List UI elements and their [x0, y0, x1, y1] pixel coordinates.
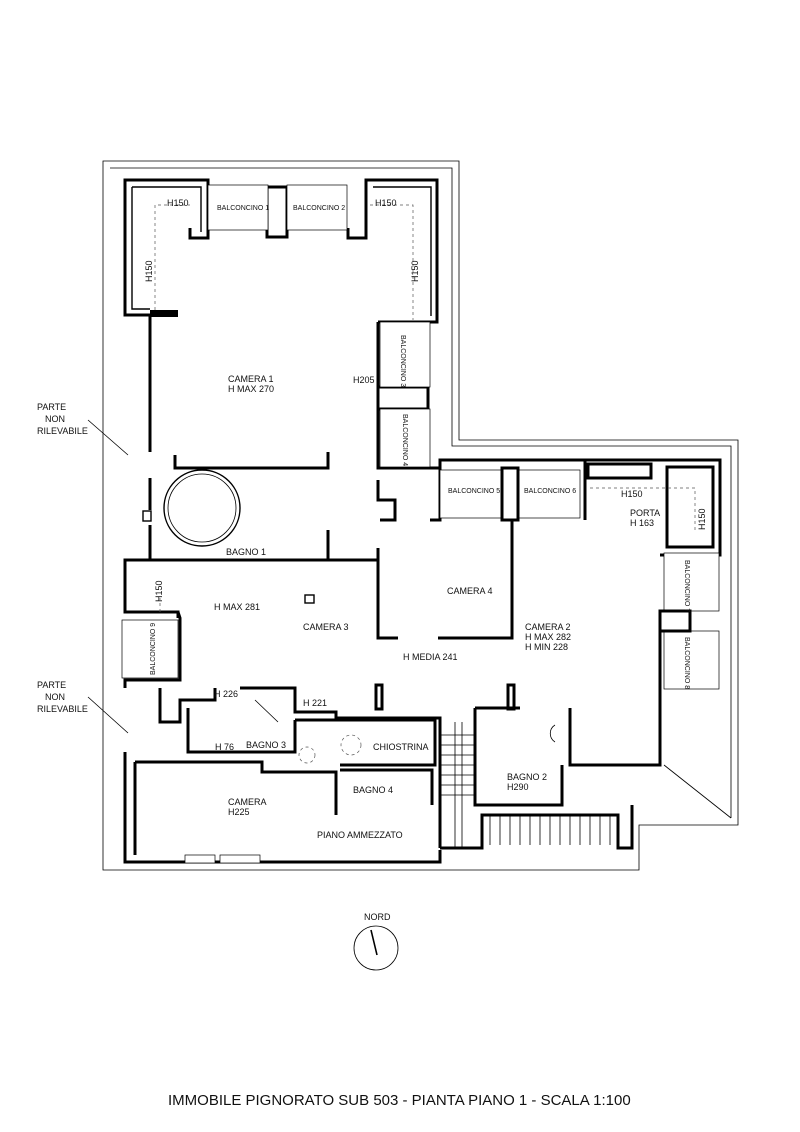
pillar-b34	[376, 385, 430, 411]
window-b1	[207, 184, 269, 231]
h221-label: H 221	[303, 698, 327, 708]
h150-camera3-vert: H150	[154, 580, 164, 602]
room-piano-ammezzato: PIANO AMMEZZATO	[317, 830, 403, 840]
porta-dashed	[590, 487, 696, 530]
mezzanine-win2	[219, 854, 261, 864]
window-b9	[121, 619, 179, 679]
window-b2	[286, 184, 348, 231]
bagno1-small-door	[142, 510, 152, 522]
h150-right-vert: H150	[410, 260, 420, 282]
side-note-2-leader	[87, 696, 129, 734]
room-bagno1: BAGNO 1	[226, 547, 266, 557]
room-camera-amm: CAMERA H225	[228, 797, 269, 817]
porta-box	[665, 465, 715, 549]
drawing-title: IMMOBILE PIGNORATO SUB 503 - PIANTA PIAN…	[168, 1092, 631, 1109]
bagno2-arc	[549, 724, 556, 743]
chiostrina-fixture	[340, 734, 362, 756]
room-camera1: CAMERA 1 H MAX 270	[228, 374, 276, 394]
label-b6: BALCONCINO 6	[524, 488, 576, 495]
camera3-column	[304, 594, 315, 604]
bagno3-diag	[254, 699, 279, 723]
bagno3-fixture	[298, 746, 316, 764]
h150-porta-vert: H150	[697, 508, 707, 530]
pillar-b56	[500, 466, 520, 522]
side-note-1-leader	[87, 419, 129, 456]
stair-steps	[440, 722, 611, 848]
camera2-closet	[586, 462, 653, 480]
pillar-a	[374, 683, 384, 711]
label-b2: BALCONCINO 2	[293, 205, 345, 212]
h226-label: H 226	[214, 689, 238, 699]
mezzanine-walls	[123, 752, 442, 864]
room-camera2: CAMERA 2 H MAX 282 H MIN 228	[525, 622, 574, 652]
room-bagno4: BAGNO 4	[353, 785, 393, 795]
label-b8: BALCONCINO 8	[683, 637, 690, 689]
h76-label: H 76	[215, 742, 234, 752]
room-bagno2: BAGNO 2 H290	[507, 772, 550, 792]
bagno1-tub	[163, 469, 241, 547]
outer-boundary	[102, 160, 739, 871]
lower-walls	[158, 688, 217, 724]
mezzanine-inner	[133, 760, 338, 855]
lower-walls-c	[186, 708, 297, 754]
camera2-walls	[438, 458, 587, 520]
pillar-b78	[658, 609, 692, 633]
camera4-south-wall	[438, 520, 514, 640]
camera2-walls-d	[568, 685, 662, 767]
window-b3	[379, 321, 431, 388]
pillar-b	[506, 683, 516, 711]
label-b7: BALCONCINO 7	[683, 560, 690, 612]
camera1-inner-recess	[132, 186, 432, 316]
h150-camera2: H150	[621, 489, 643, 499]
h150-left-vert: H150	[144, 260, 154, 282]
label-b4: BALCONCINO 4	[401, 414, 408, 466]
camera3-walls-b	[123, 611, 182, 688]
window-b4	[379, 408, 431, 468]
room-chiostrina: CHIOSTRINA	[373, 742, 429, 752]
bagno1-tub-inner	[167, 473, 237, 543]
camera1-inner-recess-b	[131, 187, 150, 310]
mezzanine-win1	[184, 854, 216, 864]
camera1-dashed-guide	[154, 204, 414, 320]
window-b7	[663, 552, 720, 612]
room-camera3: CAMERA 3	[303, 622, 349, 632]
side-note-2: PARTE NON RILEVABILE	[37, 680, 88, 714]
room-bagno3: BAGNO 3	[246, 740, 286, 750]
room-camera4-height: H MEDIA 241	[403, 652, 458, 662]
camera4-west-wall	[376, 560, 398, 640]
camera1-pillar	[150, 310, 178, 317]
room-camera3-height: H MAX 281	[214, 602, 260, 612]
h205-label: H205	[353, 375, 375, 385]
camera1-walls	[123, 178, 210, 317]
north-label: NORD	[364, 912, 391, 922]
inner-boundary	[110, 167, 732, 818]
h150-top-left: H150	[167, 198, 189, 208]
camera1-walls-b	[346, 178, 439, 324]
north-arrow	[370, 929, 378, 956]
room-porta: PORTA H 163	[630, 508, 662, 528]
camera1-south-wall	[173, 452, 330, 470]
label-b5: BALCONCINO 5	[448, 488, 500, 495]
lower-walls-b	[240, 686, 442, 848]
label-b3: BALCONCINO 3	[399, 335, 406, 387]
lower-right-slope	[663, 764, 732, 819]
room-camera4: CAMERA 4	[447, 586, 493, 596]
label-b9: BALCONCINO 9	[150, 623, 157, 675]
window-b8	[663, 630, 720, 690]
camera1-east-wall-b	[376, 480, 397, 522]
side-note-1: PARTE NON RILEVABILE	[37, 402, 88, 436]
pillar-b12	[265, 185, 289, 239]
label-b1: BALCONCINO 1	[217, 205, 269, 212]
north-circle	[353, 925, 399, 971]
h150-top-right: H150	[375, 198, 397, 208]
chiostrina-box	[295, 718, 437, 767]
stair-walls	[440, 805, 634, 850]
window-b5	[439, 469, 503, 519]
bagno4-walls	[340, 768, 434, 805]
